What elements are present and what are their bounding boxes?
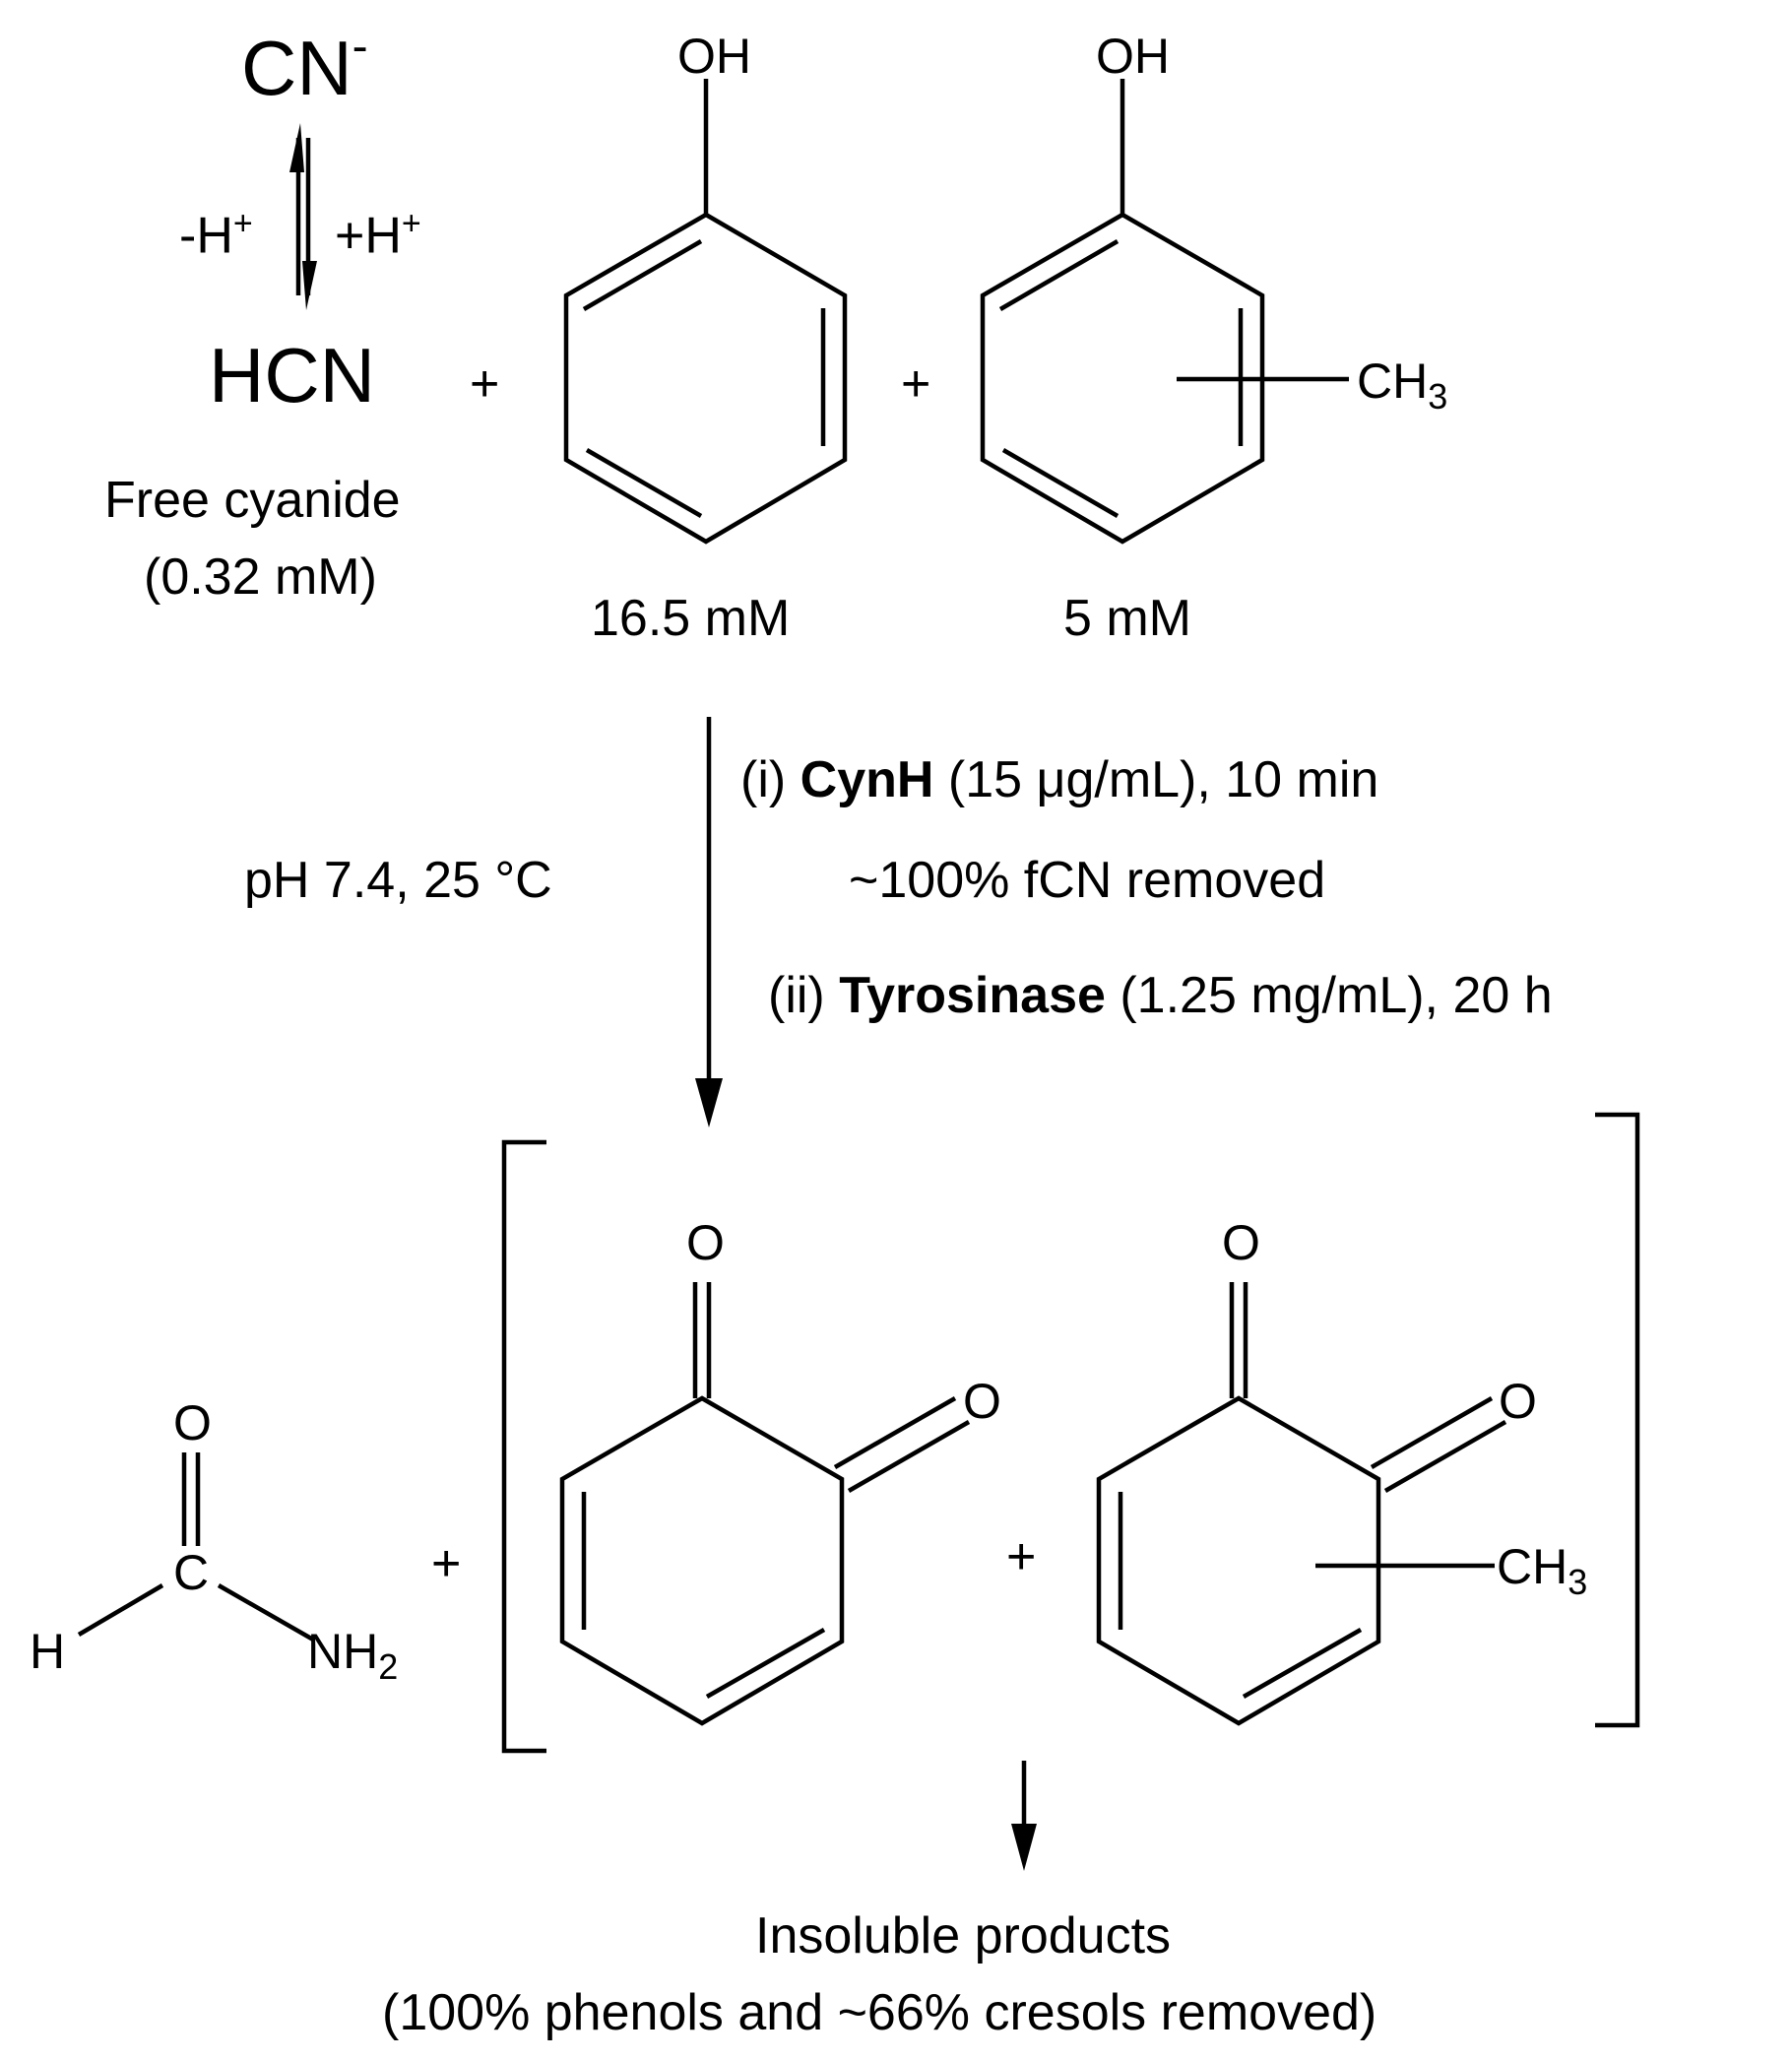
formamide-carbon: C: [173, 1545, 210, 1600]
cyanide-charge: -: [352, 21, 368, 73]
formamide-structure: [77, 1452, 315, 1642]
equilibrium-arrows: [289, 123, 317, 310]
formamide-amine: NH2: [307, 1624, 399, 1687]
formamide-hydrogen: H: [30, 1624, 66, 1679]
quinone-1-structure: [559, 1282, 971, 1726]
quinone-2-oxygen-2: O: [1499, 1374, 1537, 1429]
hcn-label: HCN: [209, 332, 375, 419]
removal-summary: (100% phenols and ~66% cresols removed): [382, 1984, 1377, 2041]
quinone-2-oxygen-1: O: [1222, 1215, 1260, 1270]
insoluble-products-label: Insoluble products: [755, 1907, 1172, 1964]
deprotonation-label: -H+: [179, 205, 253, 265]
cresol-concentration: 5 mM: [1063, 590, 1191, 647]
precipitation-arrow: [1011, 1761, 1037, 1871]
formamide-oxygen: O: [173, 1395, 212, 1450]
product-brackets: [501, 1112, 1640, 1754]
cynh-enzyme-name: CynH: [800, 751, 934, 808]
step-1-result: ~100% fCN removed: [849, 852, 1326, 909]
quinone-1-oxygen-2: O: [963, 1374, 1001, 1429]
cresol-methyl-label: CH3: [1357, 354, 1448, 417]
phenol-concentration: 16.5 mM: [591, 590, 791, 647]
cyanide-ion-label: CN-: [241, 21, 368, 111]
free-cyanide-label: Free cyanide: [104, 472, 401, 529]
quinone-2-structure: [1096, 1282, 1507, 1726]
cresol-hydroxyl-label: OH: [1096, 29, 1170, 84]
quinone-1-oxygen-1: O: [686, 1215, 725, 1270]
protonation-label: +H+: [335, 205, 421, 265]
reaction-arrow: [695, 717, 723, 1127]
plus-sign-2: +: [901, 355, 931, 413]
free-cyanide-concentration: (0.32 mM): [144, 548, 377, 606]
step-1-condition: (i) CynH (15 μg/mL), 10 min: [740, 751, 1379, 808]
step-2-condition: (ii) Tyrosinase (1.25 mg/mL), 20 h: [768, 967, 1553, 1024]
tyrosinase-enzyme-name: Tyrosinase: [839, 967, 1106, 1024]
phenol-hydroxyl-label: OH: [677, 29, 751, 84]
plus-sign-4: +: [1006, 1528, 1037, 1585]
phenol-structure: [563, 79, 848, 545]
plus-sign-1: +: [470, 355, 500, 413]
quinone-2-methyl-label: CH3: [1497, 1539, 1588, 1602]
ph-temperature-condition: pH 7.4, 25 °C: [244, 852, 552, 909]
cresol-structure: [980, 79, 1349, 545]
plus-sign-3: +: [431, 1535, 462, 1592]
